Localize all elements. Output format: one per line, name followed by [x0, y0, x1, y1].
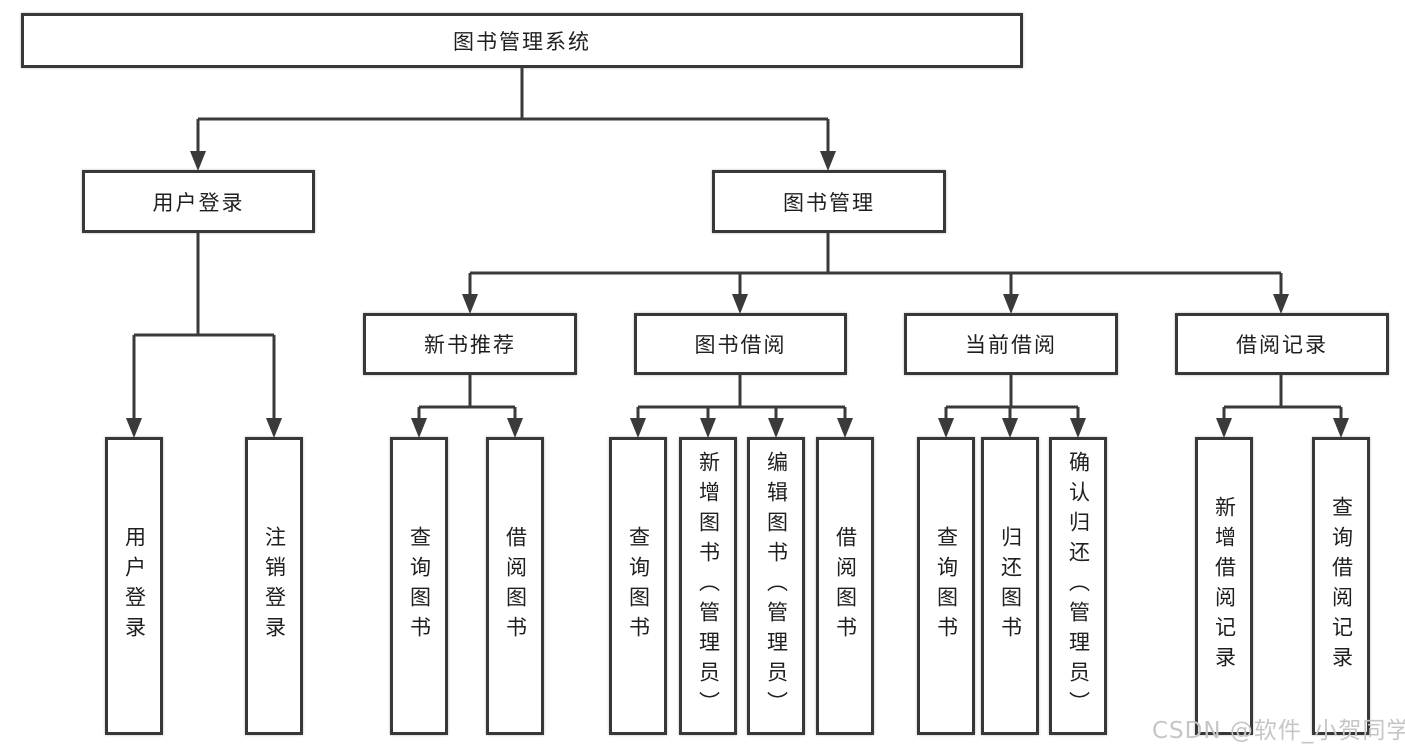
node-label: 新增图书（管理员） — [696, 451, 721, 721]
node-label: 当前借阅 — [965, 333, 1057, 357]
node-current-borrowing: 当前借阅 — [904, 313, 1118, 375]
node-user-login: 用户登录 — [82, 170, 315, 233]
connector-lines — [132, 68, 1343, 421]
leaf-confirm-return-admin: 确认归还（管理员） — [1049, 437, 1107, 735]
node-label: 查询图书 — [407, 526, 432, 646]
node-label: 注销登录 — [262, 526, 287, 646]
leaf-logout-login: 注销登录 — [245, 437, 303, 735]
node-label: 查询图书 — [934, 526, 959, 646]
leaf-borrow-books: 借阅图书 — [816, 437, 874, 735]
node-book-borrowing: 图书借阅 — [634, 313, 847, 375]
node-label: 查询借阅记录 — [1329, 496, 1354, 676]
leaf-query-books-borrow: 查询图书 — [609, 437, 667, 735]
leaf-add-borrow-record: 新增借阅记录 — [1195, 437, 1253, 735]
node-book-management: 图书管理 — [712, 170, 946, 233]
node-label: 借阅记录 — [1236, 333, 1328, 357]
node-label: 图书借阅 — [694, 333, 787, 357]
node-label: 确认归还（管理员） — [1066, 451, 1091, 721]
node-library-management-system: 图书管理系统 — [21, 13, 1023, 68]
node-label: 借阅图书 — [503, 526, 528, 646]
node-label: 借阅图书 — [833, 526, 858, 646]
leaf-borrow-books-recommend: 借阅图书 — [486, 437, 544, 735]
leaf-return-books: 归还图书 — [981, 437, 1039, 735]
node-label: 新书推荐 — [424, 333, 516, 357]
leaf-query-books-current: 查询图书 — [917, 437, 975, 735]
arrowheads — [126, 151, 1349, 438]
leaf-query-books-recommend: 查询图书 — [390, 437, 448, 735]
node-label: 图书管理 — [783, 190, 875, 215]
leaf-edit-books-admin: 编辑图书（管理员） — [747, 437, 805, 735]
node-label: 编辑图书（管理员） — [764, 451, 789, 721]
node-borrowing-records: 借阅记录 — [1175, 313, 1389, 375]
leaf-query-borrow-record: 查询借阅记录 — [1312, 437, 1370, 735]
leaf-user-login: 用户登录 — [105, 437, 163, 735]
node-new-book-recommendation: 新书推荐 — [363, 313, 577, 375]
node-label: 图书管理系统 — [453, 29, 591, 54]
leaf-add-books-admin: 新增图书（管理员） — [679, 437, 737, 735]
node-label: 新增借阅记录 — [1212, 496, 1237, 676]
node-label: 归还图书 — [998, 526, 1023, 646]
node-label: 查询图书 — [626, 526, 651, 646]
node-label: 用户登录 — [152, 190, 245, 215]
node-label: 用户登录 — [122, 526, 147, 646]
watermark: CSDN @软件_小贺同学 — [1152, 718, 1405, 744]
